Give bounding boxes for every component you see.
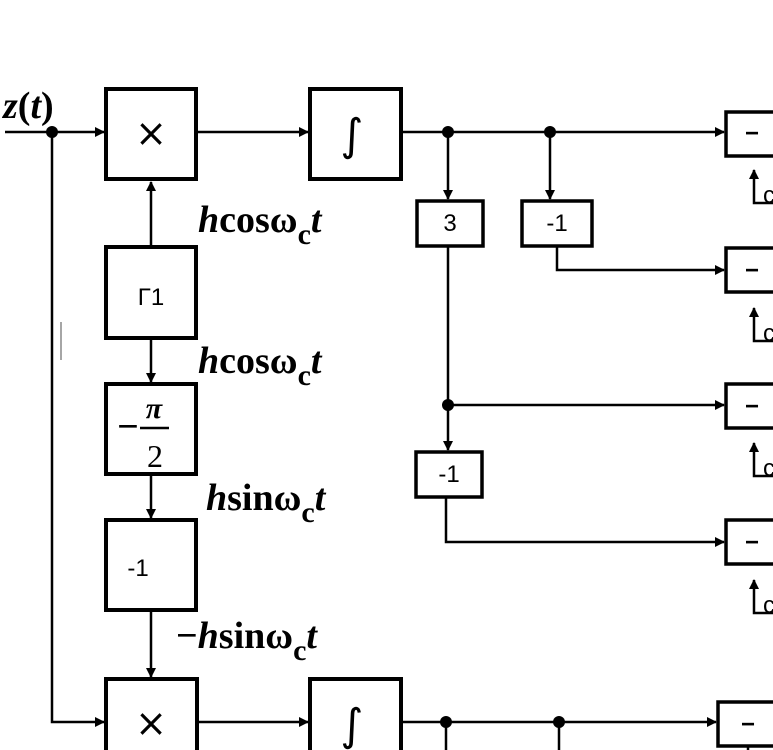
multiplier-top: ×: [104, 87, 198, 181]
gain-neg1-a-label: -1: [546, 210, 567, 237]
output-2-sign: −: [745, 257, 759, 284]
gaina-to-out2-wire: [555, 246, 725, 275]
signal-phase-to-neg: hsinωct: [206, 477, 327, 529]
gain-3-label: 3: [443, 210, 456, 237]
integrator-bottom-symbol: ∫: [341, 700, 364, 750]
generator-label: Γ1: [138, 284, 165, 311]
integrator-top: ∫: [308, 87, 403, 181]
out1-ref-wire: [749, 169, 773, 205]
output-4-ref: c: [763, 592, 773, 619]
junction-bottom-1: [440, 716, 452, 728]
output-block-1: [724, 110, 773, 158]
junction-bottom-2: [553, 716, 565, 728]
integrator-top-symbol: ∫: [341, 110, 364, 161]
output-4-sign: −: [745, 529, 759, 556]
junction-integ-2: [544, 126, 556, 138]
gain-neg1-b-label: -1: [438, 461, 459, 488]
output-2-ref: c: [763, 320, 773, 347]
negate-block: -1: [104, 518, 198, 612]
output-5-sign: −: [741, 711, 755, 738]
integrator-bottom: ∫: [308, 677, 403, 750]
junction-integ-1: [442, 126, 454, 138]
out3-ref-wire: [749, 442, 773, 478]
gain-3-block: 3: [415, 199, 485, 248]
input-label: z(t): [1, 85, 54, 127]
signal-gen-to-mult: hcosωct: [198, 199, 323, 251]
signal-gen-to-phase: hcosωct: [198, 340, 323, 392]
gain-neg1-a-block: -1: [520, 199, 594, 248]
output-block-5: [716, 700, 773, 748]
negate-label: -1: [127, 555, 148, 582]
junction-gain3: [442, 399, 454, 411]
junctions: [46, 126, 565, 728]
output-3-sign: −: [745, 393, 759, 420]
signal-neg-to-mult: −hsinωct: [176, 615, 318, 667]
out2-ref-wire: [749, 307, 773, 343]
multiplier-bottom-symbol: ×: [135, 701, 167, 745]
generator-block: Γ1: [104, 245, 198, 340]
phase-shift-block: − π 2: [104, 382, 198, 476]
output-1-ref: c: [763, 182, 773, 209]
output-block-2: [724, 246, 773, 294]
junction-input: [46, 126, 58, 138]
multiplier-top-symbol: ×: [135, 111, 167, 155]
output-1-sign: −: [745, 120, 759, 147]
out4-ref-wire: [749, 579, 773, 615]
phase-numerator: π: [146, 392, 163, 425]
output-block-3: [724, 382, 773, 430]
gain-neg1-b-block: -1: [414, 450, 484, 499]
output-blocks: − − − − − c c c c: [716, 110, 773, 748]
output-3-ref: c: [763, 455, 773, 482]
output-block-4: [724, 518, 773, 566]
input-branch-wire: [50, 132, 105, 727]
phase-sign: −: [117, 406, 139, 448]
phase-denominator: 2: [147, 438, 163, 474]
gainb-to-out4-wire: [444, 497, 725, 547]
multiplier-bottom: ×: [104, 677, 199, 750]
